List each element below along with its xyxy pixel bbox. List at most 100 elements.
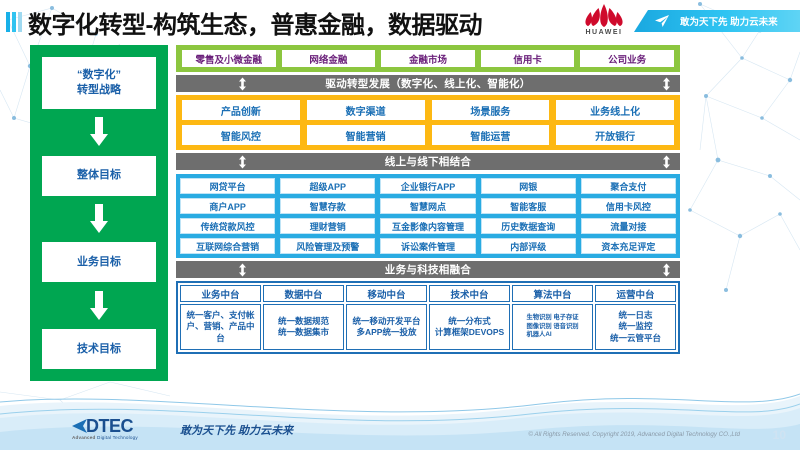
divider-business-tech-fusion: 业务与科技相融合 [176,261,680,278]
capability-row: 产品创新 数字渠道 场景服务 业务线上化 [182,100,674,120]
application-row: 商户APP 智慧存款 智慧网点 智能客服 信用卡风控 [180,198,677,214]
application-cell[interactable]: 资本充足评定 [580,238,677,254]
dtec-wordmark: DTEC [86,416,134,436]
page-title: 数字化转型-构筑生态，普惠金融，数据驱动 [28,12,483,39]
application-cell[interactable]: 企业银行APP [380,178,476,194]
platform-title[interactable]: 数据中台 [263,285,344,302]
application-cell[interactable]: 历史数据查询 [480,218,576,234]
business-line-cell[interactable]: 信用卡 [480,50,575,67]
capability-cell[interactable]: 场景服务 [431,100,550,120]
application-cell[interactable]: 风险管理及预警 [280,238,376,254]
dtec-tagline-right: Digital Technology [97,435,138,440]
capability-cell[interactable]: 产品创新 [182,100,300,120]
dtec-tagline: Advanced Digital Technology [72,435,170,440]
strategy-step-4-line1: 技术目标 [77,342,121,355]
strategy-step-4[interactable]: 技术目标 [42,329,156,370]
application-cell[interactable]: 信用卡风控 [580,198,677,214]
capability-cell[interactable]: 智能风控 [182,125,300,145]
strategy-step-1-line1: “数字化” [77,69,121,81]
dtec-tagline-left: Advanced [72,435,96,440]
divider-label: 业务与科技相融合 [384,264,472,276]
application-cell[interactable]: 网银 [480,178,576,194]
strategy-step-2-line1: 整体目标 [77,169,121,182]
middle-platform-band: 业务中台 统一客户、支付帐户、营销、产品中台 数据中台 统一数据规范 统一数据集… [176,281,680,354]
application-cell[interactable]: 理财营销 [280,218,376,234]
title-bar: 数字化转型-构筑生态，普惠金融，数据驱动 HUAWEI 敢为天下先 助力云未来 [0,0,800,42]
capability-cell[interactable]: 智能营销 [306,125,425,145]
application-cell[interactable]: 诉讼案件管理 [380,238,476,254]
application-cell[interactable]: 互联网综合营销 [180,238,276,254]
business-line-cell[interactable]: 公司业务 [580,50,674,67]
down-arrow-icon-2 [88,196,110,243]
platform-column: 移动中台 统一移动开发平台 多APP统一投放 [346,285,427,350]
down-arrow-icon-3 [88,282,110,329]
copyright-text: © All Rights Reserved. Copyright 2019, A… [528,431,740,438]
up-down-arrow-icon [239,155,246,168]
divider-drive-transformation: 驱动转型发展（数字化、线上化、智能化） [176,75,680,92]
application-cell[interactable]: 传统贷款风控 [180,218,276,234]
up-down-arrow-icon [663,263,670,276]
application-cell[interactable]: 网贷平台 [180,178,276,194]
capability-cell[interactable]: 业务线上化 [556,100,674,120]
strategy-flow-column: “数字化” 转型战略 整体目标 业务目标 技术目标 [30,45,168,381]
footer: DTEC Advanced Digital Technology 敢为天下先 助… [0,388,800,450]
capability-row: 智能风控 智能营销 智能运营 开放银行 [182,125,674,145]
business-line-cell[interactable]: 金融市场 [381,50,475,67]
platform-title[interactable]: 算法中台 [512,285,593,302]
application-cell[interactable]: 商户APP [180,198,276,214]
dtec-slogan: 敢为天下先 助力云未来 [180,425,294,437]
platform-title[interactable]: 技术中台 [429,285,510,302]
page-number: 10 [772,428,786,442]
application-cell[interactable]: 智慧网点 [380,198,476,214]
strategy-step-3[interactable]: 业务目标 [42,242,156,283]
main-architecture-area: 零售及小微金融 网络金融 金融市场 信用卡 公司业务 驱动转型发展（数字化、线上… [176,45,680,354]
application-cell[interactable]: 互金影像内容管理 [380,218,476,234]
application-cell[interactable]: 流量对接 [580,218,677,234]
divider-label: 驱动转型发展（数字化、线上化、智能化） [325,78,531,90]
platform-detail: 生物识别 电子存证 图像识别 语音识别 机器人AI [512,304,593,350]
huawei-slogan-text: 敢为天下先 助力云未来 [680,17,778,28]
up-down-arrow-icon [239,263,246,276]
business-lines-band: 零售及小微金融 网络金融 金融市场 信用卡 公司业务 [176,45,680,72]
title-accent-bars [6,12,22,32]
strategy-step-2[interactable]: 整体目标 [42,155,156,196]
platform-title[interactable]: 移动中台 [346,285,427,302]
transformation-capabilities-band: 产品创新 数字渠道 场景服务 业务线上化 智能风控 智能营销 智能运营 开放银行 [176,95,680,150]
capability-cell[interactable]: 数字渠道 [306,100,425,120]
capability-cell[interactable]: 开放银行 [556,125,674,145]
platform-title[interactable]: 运营中台 [595,285,676,302]
divider-online-offline: 线上与线下相结合 [176,153,680,170]
business-line-cell[interactable]: 零售及小微金融 [182,50,276,67]
platform-detail: 统一日志 统一监控 统一云管平台 [595,304,676,350]
paper-plane-icon [655,15,669,27]
strategy-step-3-line1: 业务目标 [77,255,121,268]
up-down-arrow-icon [663,155,670,168]
business-line-cell[interactable]: 网络金融 [281,50,376,67]
huawei-flower-icon [585,4,623,27]
application-cell[interactable]: 超级APP [280,178,376,194]
applications-band: 网贷平台 超级APP 企业银行APP 网银 聚合支付 商户APP 智慧存款 智慧… [176,174,680,258]
up-down-arrow-icon [663,77,670,90]
platform-column: 运营中台 统一日志 统一监控 统一云管平台 [595,285,676,350]
platform-detail: 统一客户、支付帐户、营销、产品中台 [180,304,261,350]
capability-cell[interactable]: 智能运营 [431,125,550,145]
application-cell[interactable]: 聚合支付 [580,178,677,194]
strategy-step-1-line2: 转型战略 [77,84,121,96]
application-cell[interactable]: 智能客服 [480,198,576,214]
application-cell[interactable]: 内部评级 [480,238,576,254]
application-row: 传统贷款风控 理财营销 互金影像内容管理 历史数据查询 流量对接 [180,218,677,234]
dtec-branding: DTEC Advanced Digital Technology 敢为天下先 助… [72,416,294,440]
application-cell[interactable]: 智慧存款 [280,198,376,214]
platform-title[interactable]: 业务中台 [180,285,261,302]
platform-detail: 统一移动开发平台 多APP统一投放 [346,304,427,350]
huawei-wordmark: HUAWEI [585,29,623,36]
platform-column: 数据中台 统一数据规范 统一数据集市 [263,285,344,350]
down-arrow-icon-1 [88,109,110,156]
platform-column: 算法中台 生物识别 电子存证 图像识别 语音识别 机器人AI [512,285,593,350]
platform-column: 业务中台 统一客户、支付帐户、营销、产品中台 [180,285,261,350]
platform-detail: 统一数据规范 统一数据集市 [263,304,344,350]
huawei-logo: HUAWEI [578,2,630,42]
platform-column: 技术中台 统一分布式 计算框架DEVOPS [429,285,510,350]
strategy-step-1[interactable]: “数字化” 转型战略 [42,57,156,109]
